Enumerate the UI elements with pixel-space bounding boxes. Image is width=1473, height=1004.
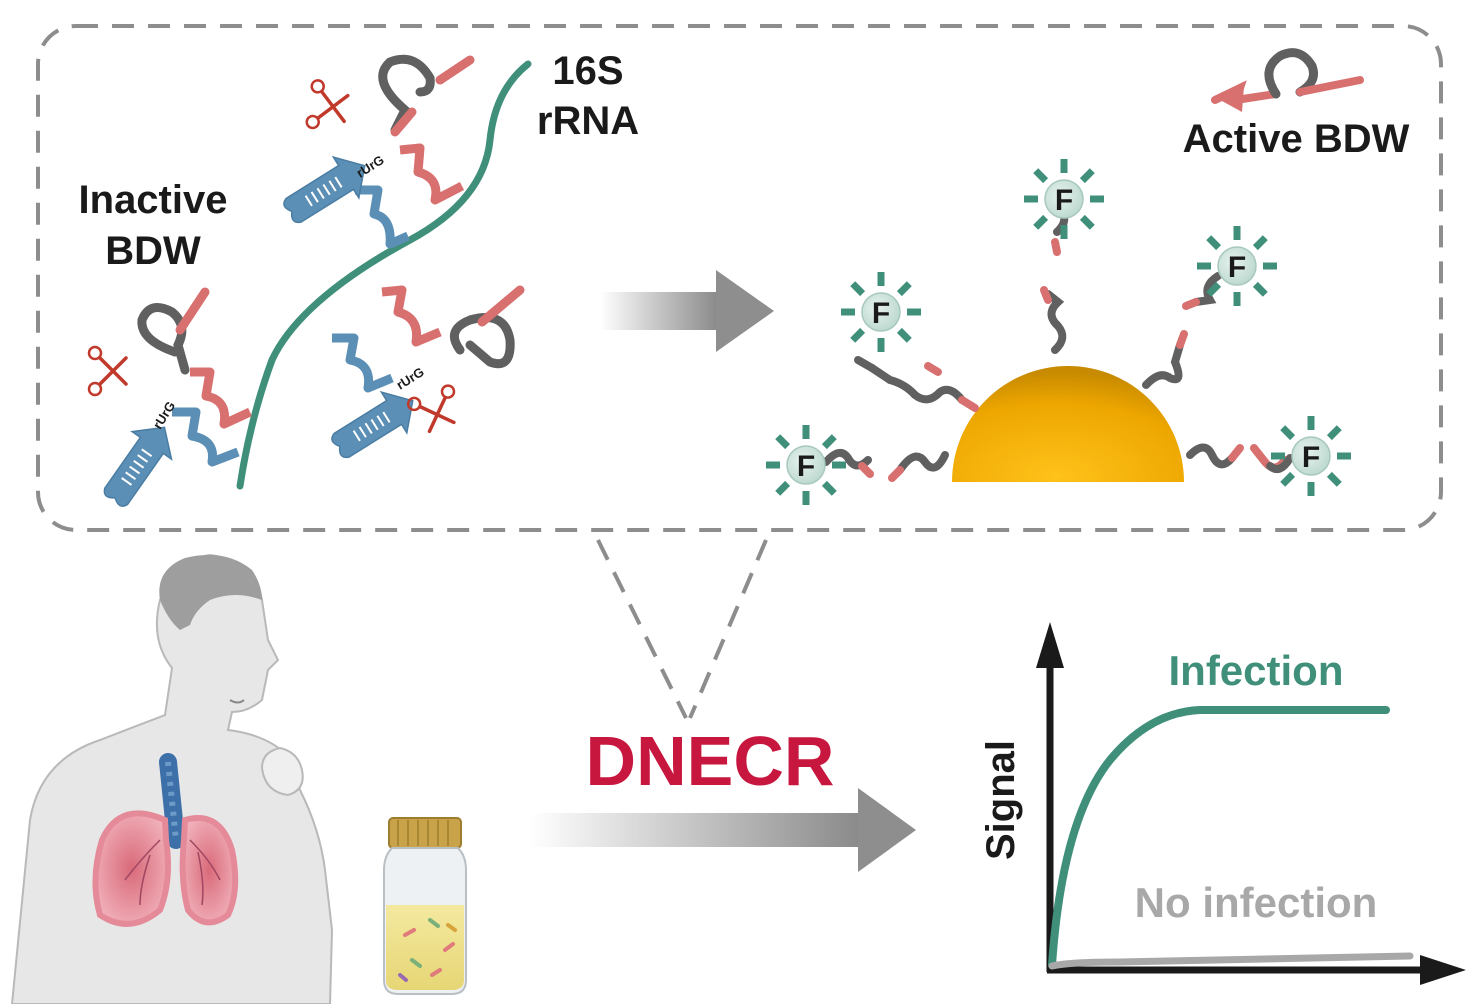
active-bdw-icon <box>1211 48 1364 112</box>
inactive-bdw-label-1: Inactive <box>79 178 228 222</box>
legend-infection: Infection <box>1169 647 1344 694</box>
active-bdw-label: Active BDW <box>1183 117 1410 161</box>
fluorophore-icon: F <box>841 272 921 352</box>
svg-text:F: F <box>1055 184 1073 217</box>
signal-chart: Infection No infection Signal <box>979 622 1466 985</box>
rrna-strand <box>236 60 532 490</box>
method-title: DNECR <box>586 722 835 800</box>
rrna-label-2: rRNA <box>537 99 639 143</box>
cleavage-site-label: rUrG <box>354 152 387 180</box>
inactive-probe-middle: rUrG <box>323 285 525 470</box>
rrna-label-1: 16S <box>552 49 623 93</box>
legend-no-infection: No infection <box>1135 879 1378 926</box>
process-arrow <box>530 788 916 872</box>
series-line-infection <box>1048 706 1390 969</box>
fluorophore-icon: F <box>1271 416 1351 496</box>
sample-jar-icon <box>383 817 467 995</box>
svg-text:F: F <box>1228 251 1246 284</box>
svg-text:F: F <box>1302 441 1320 474</box>
svg-text:F: F <box>872 297 890 330</box>
patient-illustration <box>10 553 334 1004</box>
cleavage-site-label: rUrG <box>394 364 427 392</box>
reaction-arrow <box>600 270 774 352</box>
y-axis-label: Signal <box>979 740 1023 860</box>
zoom-panel <box>36 24 1443 719</box>
fluorophore-icon: F <box>766 425 846 505</box>
svg-text:F: F <box>797 450 815 483</box>
fluorophore-icon: F <box>1024 159 1104 239</box>
inactive-bdw-label-2: BDW <box>105 229 201 273</box>
gold-nanoparticle-icon <box>952 366 1184 482</box>
inactive-probe-left: rUrG <box>87 287 252 516</box>
inactive-probe-top: rUrG <box>275 54 475 249</box>
fluorophore-icon: F <box>1197 226 1277 306</box>
series-line-no-infection <box>1048 952 1414 970</box>
